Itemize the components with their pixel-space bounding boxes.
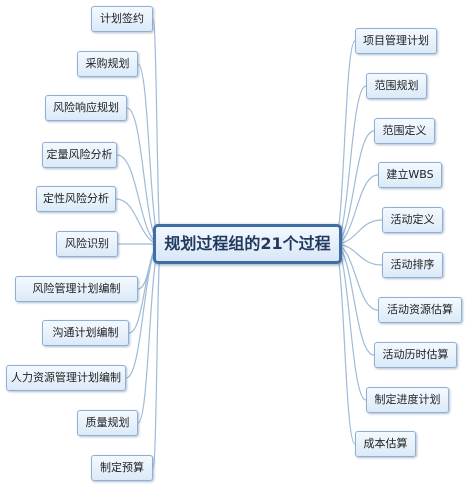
right-topic-node[interactable]: 建立WBS	[378, 162, 442, 188]
left-connector-line	[125, 243, 162, 379]
left-topic-node[interactable]: 风险管理计划编制	[15, 276, 138, 302]
left-topic-node[interactable]: 定量风险分析	[42, 142, 117, 168]
right-topic-node[interactable]: 活动排序	[382, 252, 443, 278]
left-topic-node[interactable]: 风险识别	[56, 231, 118, 257]
right-topic-node[interactable]: 活动历时估算	[374, 342, 457, 368]
left-topic-node[interactable]: 采购规划	[77, 51, 138, 77]
right-topic-node[interactable]: 范围规划	[366, 73, 427, 99]
left-topic-node[interactable]: 人力资源管理计划编制	[6, 365, 126, 391]
right-topic-node[interactable]: 项目管理计划	[355, 28, 437, 54]
left-topic-node[interactable]: 定性风险分析	[36, 186, 116, 212]
right-topic-node[interactable]: 成本估算	[355, 431, 416, 457]
right-connector-line	[333, 243, 367, 401]
left-topic-node[interactable]: 制定预算	[91, 455, 153, 481]
right-connector-line	[333, 85, 367, 245]
left-topic-node[interactable]: 计划签约	[91, 6, 153, 32]
left-topic-node[interactable]: 沟通计划编制	[42, 320, 129, 346]
right-topic-node[interactable]: 活动资源估算	[378, 297, 462, 323]
central-topic[interactable]: 规划过程组的21个过程	[153, 224, 342, 264]
right-topic-node[interactable]: 制定进度计划	[366, 387, 449, 413]
left-topic-node[interactable]: 风险响应规划	[45, 95, 127, 121]
right-topic-node[interactable]: 活动定义	[382, 207, 443, 233]
left-topic-node[interactable]: 质量规划	[77, 410, 138, 436]
right-topic-node[interactable]: 范围定义	[374, 118, 435, 144]
